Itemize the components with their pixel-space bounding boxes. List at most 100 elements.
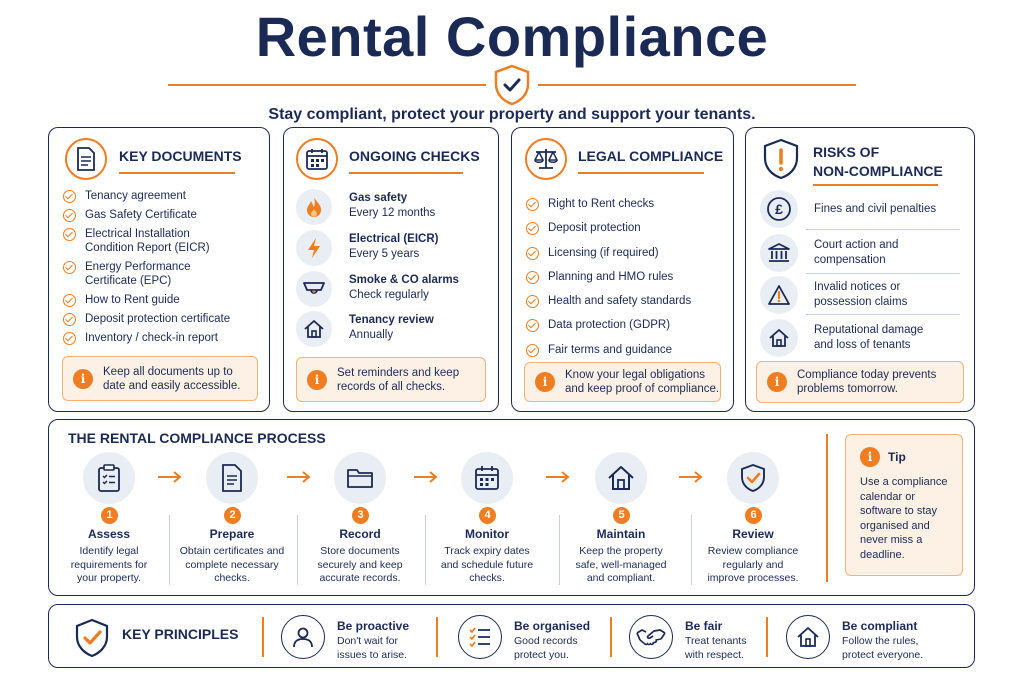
list-item: Licensing (if required) xyxy=(526,246,726,260)
list-item: Energy Performance Certificate (EPC) xyxy=(63,260,213,288)
legal-compliance-card: LEGAL COMPLIANCE Right to Rent checks De… xyxy=(511,127,734,412)
check-icon xyxy=(63,313,76,326)
legal-compliance-list: Right to Rent checks Deposit protection … xyxy=(526,197,726,367)
arrow-right-icon xyxy=(679,471,703,483)
clipboard-icon xyxy=(83,452,135,504)
list-item: Health and safety standards xyxy=(526,294,726,309)
arrow-right-icon xyxy=(158,471,182,483)
risk-item-reputation: Reputational damage and loss of tenants xyxy=(760,319,962,357)
principles-title: KEY PRINCIPLES xyxy=(122,626,239,642)
checklist-icon xyxy=(458,615,502,659)
process-step-maintain: 5 Maintain Keep the property safe, well-… xyxy=(561,450,681,590)
principle-compliant: Be compliant Follow the rules, protect e… xyxy=(786,613,956,661)
folder-icon xyxy=(334,452,386,504)
info-icon: i xyxy=(767,372,787,392)
arrow-right-icon xyxy=(546,471,570,483)
key-documents-card: KEY DOCUMENTS Tenancy agreement Gas Safe… xyxy=(48,127,270,412)
check-icon xyxy=(526,295,539,309)
list-item: Deposit protection certificate xyxy=(63,312,263,326)
check-icon xyxy=(526,222,539,236)
legal-compliance-title: LEGAL COMPLIANCE xyxy=(578,148,724,164)
page-subtitle: Stay compliant, protect your property an… xyxy=(268,106,756,123)
check-icon xyxy=(526,198,539,211)
courthouse-icon xyxy=(760,234,798,272)
legal-compliance-note: i Know your legal obligations and keep p… xyxy=(524,362,721,402)
warning-icon xyxy=(760,276,798,314)
check-icon xyxy=(526,246,539,260)
list-item: How to Rent guide xyxy=(63,293,263,307)
process-step-review: 6 Review Review compliance regularly and… xyxy=(693,450,813,590)
check-shield-icon xyxy=(73,618,111,658)
scales-icon xyxy=(525,138,567,180)
page-title: Rental Compliance xyxy=(255,5,769,68)
info-icon: i xyxy=(860,447,880,467)
house-icon xyxy=(786,615,830,659)
house-icon xyxy=(595,452,647,504)
calendar-icon xyxy=(461,452,513,504)
check-icon xyxy=(63,332,76,345)
check-item-tenancy-review: Tenancy review Annually xyxy=(296,311,496,347)
check-icon xyxy=(63,209,76,222)
title-rule-right xyxy=(538,84,856,86)
risks-title: RISKS OF NON-COMPLIANCE xyxy=(813,144,943,179)
ongoing-checks-note: i Set reminders and keep records of all … xyxy=(296,357,486,402)
principle-organised: Be organised Good records protect you. xyxy=(458,613,628,661)
principle-proactive: Be proactive Don't wait for issues to ar… xyxy=(281,613,451,661)
check-shield-icon xyxy=(493,64,531,106)
check-icon xyxy=(63,294,76,307)
document-icon xyxy=(65,138,107,180)
risks-note: i Compliance today prevents problems tom… xyxy=(756,361,964,403)
tip-box: i Tip Use a compliance calendar or softw… xyxy=(845,434,963,576)
title-rule-left xyxy=(168,84,486,86)
key-documents-note: i Keep all documents up to date and easi… xyxy=(62,356,258,401)
check-item-gas: Gas safety Every 12 months xyxy=(296,189,496,225)
arrow-right-icon xyxy=(287,471,311,483)
svg-text:£: £ xyxy=(775,201,783,217)
process-step-monitor: 4 Monitor Track expiry dates and schedul… xyxy=(427,450,547,590)
list-item: Fair terms and guidance xyxy=(526,343,726,357)
list-item: Tenancy agreement xyxy=(63,189,263,203)
list-item: Inventory / check-in report xyxy=(63,331,263,345)
check-icon xyxy=(526,343,539,357)
process-section: THE RENTAL COMPLIANCE PROCESS 1 Assess I… xyxy=(48,419,975,596)
arrow-right-icon xyxy=(414,471,438,483)
list-item: Right to Rent checks xyxy=(526,197,726,211)
process-step-record: 3 Record Store documents securely and ke… xyxy=(300,450,420,590)
handshake-icon xyxy=(629,615,673,659)
ongoing-checks-title: ONGOING CHECKS xyxy=(349,148,480,164)
house-icon xyxy=(760,319,798,357)
document-icon xyxy=(206,452,258,504)
info-icon: i xyxy=(307,369,327,390)
lightning-icon xyxy=(296,230,332,266)
warning-shield-icon xyxy=(762,138,800,180)
risk-item-court: Court action and compensation xyxy=(760,234,962,272)
check-item-electrical: Electrical (EICR) Every 5 years xyxy=(296,230,496,266)
check-icon xyxy=(526,270,539,284)
info-icon: i xyxy=(535,372,555,392)
check-icon xyxy=(63,190,76,203)
person-icon xyxy=(281,615,325,659)
check-icon xyxy=(63,228,76,241)
risks-card: RISKS OF NON-COMPLIANCE £ Fines and civi… xyxy=(745,127,975,412)
principle-fair: Be fair Treat tenants with respect. xyxy=(629,613,799,661)
check-icon xyxy=(63,261,76,274)
process-step-prepare: 2 Prepare Obtain certificates and comple… xyxy=(172,450,292,590)
process-title: THE RENTAL COMPLIANCE PROCESS xyxy=(68,430,326,446)
alarm-icon xyxy=(296,271,332,307)
calendar-icon xyxy=(296,138,338,180)
list-item: Electrical Installation Condition Report… xyxy=(63,227,223,255)
key-documents-title: KEY DOCUMENTS xyxy=(119,148,242,164)
risk-item-notices: Invalid notices or possession claims xyxy=(760,276,962,314)
info-icon: i xyxy=(73,368,93,389)
list-item: Gas Safety Certificate xyxy=(63,208,263,222)
house-icon xyxy=(296,311,332,347)
pound-icon: £ xyxy=(760,190,798,228)
process-step-assess: 1 Assess Identify legal requirements for… xyxy=(49,450,169,590)
risk-item-fines: £ Fines and civil penalties xyxy=(760,190,962,228)
flame-icon xyxy=(296,189,332,225)
list-item: Data protection (GDPR) xyxy=(526,318,726,333)
list-item: Planning and HMO rules xyxy=(526,270,726,284)
ongoing-checks-card: ONGOING CHECKS Gas safety Every 12 month… xyxy=(283,127,499,412)
check-shield-icon xyxy=(727,452,779,504)
key-documents-list: Tenancy agreement Gas Safety Certificate… xyxy=(63,189,263,345)
